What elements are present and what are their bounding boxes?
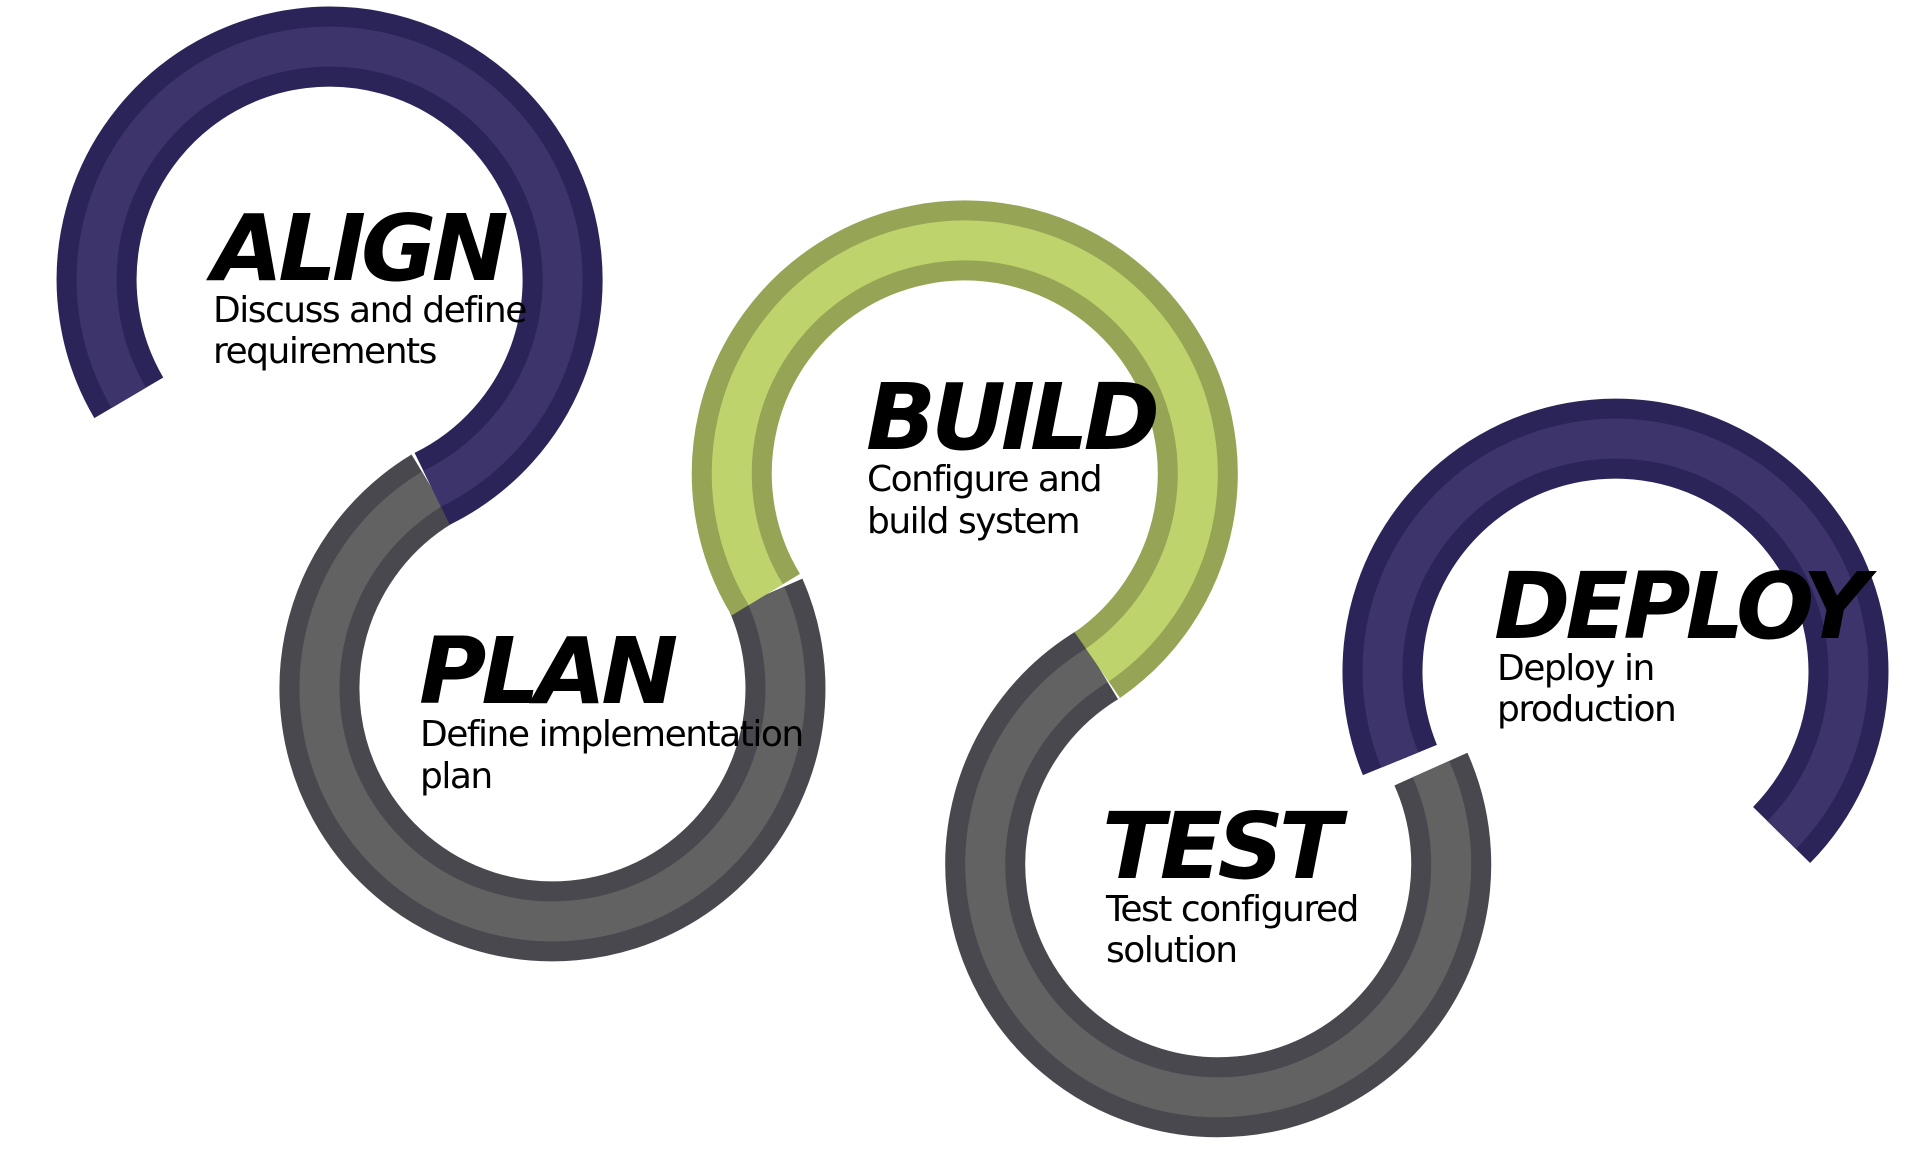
stage-plan-title: PLAN (419, 618, 677, 725)
stage-test-line-2: solution (1106, 930, 1237, 971)
stage-test-line-1: Test configured (1105, 889, 1358, 930)
ring-plan-inner (299, 471, 806, 942)
ring-align (56, 6, 603, 525)
stage-test: TEST Test configured solution (1102, 793, 1359, 971)
ring-plan (279, 454, 826, 962)
ring-test (945, 630, 1492, 1138)
ring-build-inner (711, 220, 1218, 682)
stage-build-line-2: build system (867, 501, 1079, 542)
stage-plan: PLAN Define implementation plan (419, 618, 804, 797)
ring-align-inner (76, 26, 583, 507)
stage-align-title: ALIGN (206, 195, 508, 302)
stage-build: BUILD Configure and build system (866, 364, 1162, 542)
stage-deploy-line-2: production (1497, 689, 1675, 730)
stage-plan-line-1: Define implementation (420, 714, 803, 755)
ring-deploy (1342, 398, 1889, 863)
stage-plan-line-2: plan (420, 756, 492, 797)
ring-deploy-inner (1362, 418, 1869, 849)
stage-align-line-2: requirements (213, 331, 436, 372)
ring-test-inner (965, 648, 1472, 1118)
stage-deploy-line-1: Deploy in (1497, 648, 1654, 689)
stage-deploy: DEPLOY Deploy in production (1494, 553, 1883, 730)
stage-align: ALIGN Discuss and define requirements (206, 195, 528, 372)
stage-build-line-1: Configure and (867, 459, 1101, 500)
ring-build (691, 200, 1238, 698)
stage-align-line-1: Discuss and define (213, 290, 526, 331)
stage-deploy-title: DEPLOY (1494, 553, 1878, 660)
stage-build-title: BUILD (866, 364, 1157, 471)
stage-test-title: TEST (1102, 793, 1348, 900)
